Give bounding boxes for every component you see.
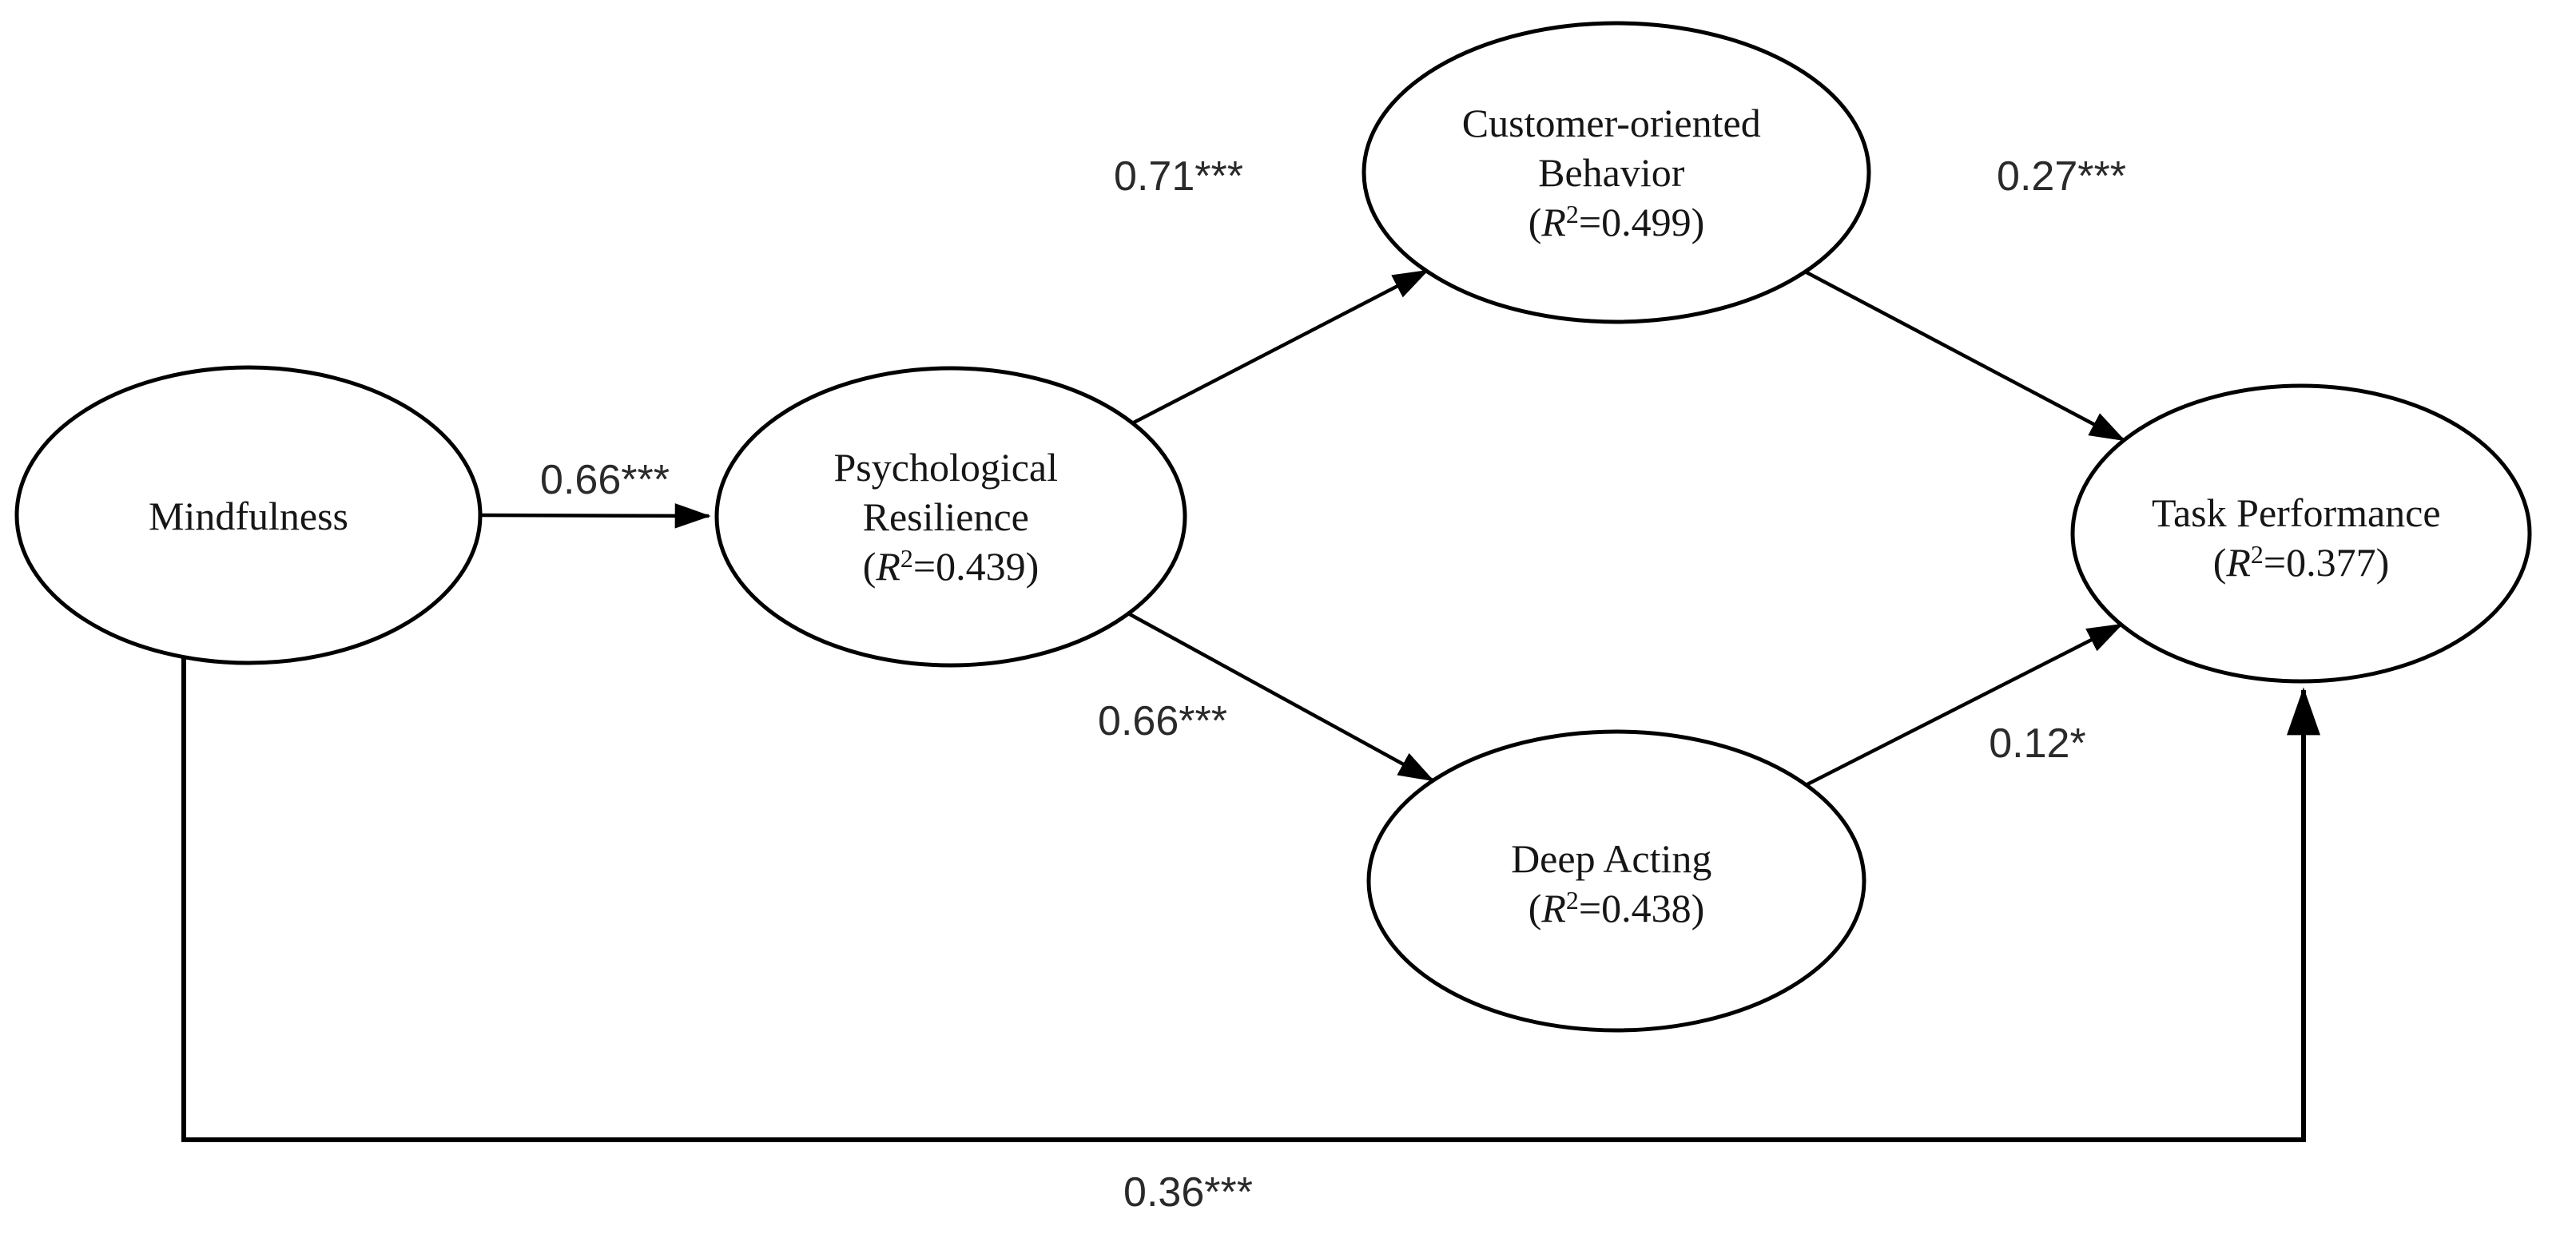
node-mindfulness: Mindfulness	[14, 365, 483, 665]
edge-label-mindfulness-to-psychological-resilience: 0.66***	[540, 457, 670, 503]
edge-label-psychological-resilience-to-deep-acting: 0.66***	[1098, 698, 1227, 744]
node-deep-acting-label: Deep Acting (R2=0.438)	[1511, 836, 1722, 931]
node-task-performance-ellipse	[2070, 383, 2532, 684]
node-customer-oriented-behavior-label: Customer-oriented Behavior (R2=0.499)	[1462, 101, 1771, 244]
edge-customer-oriented-behavior-to-task-performance	[1803, 270, 2126, 442]
node-deep-acting: Deep Acting (R2=0.438)	[1366, 729, 1866, 1033]
node-task-performance-label: Task Performance (R2=0.377)	[2152, 490, 2451, 585]
node-customer-oriented-behavior: Customer-oriented Behavior (R2=0.499)	[1362, 21, 1871, 324]
node-mindfulness-label: Mindfulness	[149, 494, 348, 538]
edge-psychological-resilience-to-deep-acting	[1127, 612, 1435, 782]
node-customer-oriented-behavior-ellipse	[1362, 21, 1871, 324]
edge-label-customer-oriented-behavior-to-task-performance: 0.27***	[1997, 153, 2126, 200]
edge-mindfulness-to-psychological-resilience	[479, 503, 711, 529]
node-mindfulness-ellipse	[14, 365, 483, 665]
edge-label-deep-acting-to-task-performance: 0.12*	[1989, 720, 2085, 767]
edge-label-psychological-resilience-to-customer-oriented-behavior: 0.71***	[1114, 153, 1243, 200]
node-task-performance: Task Performance (R2=0.377)	[2070, 383, 2532, 684]
node-deep-acting-ellipse	[1366, 729, 1866, 1033]
node-psychological-resilience: Psychological Resilience (R2=0.439)	[714, 366, 1187, 668]
node-psychological-resilience-label: Psychological Resilience (R2=0.439)	[833, 445, 1067, 589]
edge-mindfulness-to-task-performance-direct	[181, 655, 2320, 1142]
edge-label-mindfulness-to-task-performance-direct: 0.36***	[1123, 1169, 1253, 1216]
node-psychological-resilience-ellipse	[714, 366, 1187, 668]
edge-deep-acting-to-task-performance	[1804, 622, 2124, 788]
edge-psychological-resilience-to-customer-oriented-behavior	[1131, 269, 1429, 425]
